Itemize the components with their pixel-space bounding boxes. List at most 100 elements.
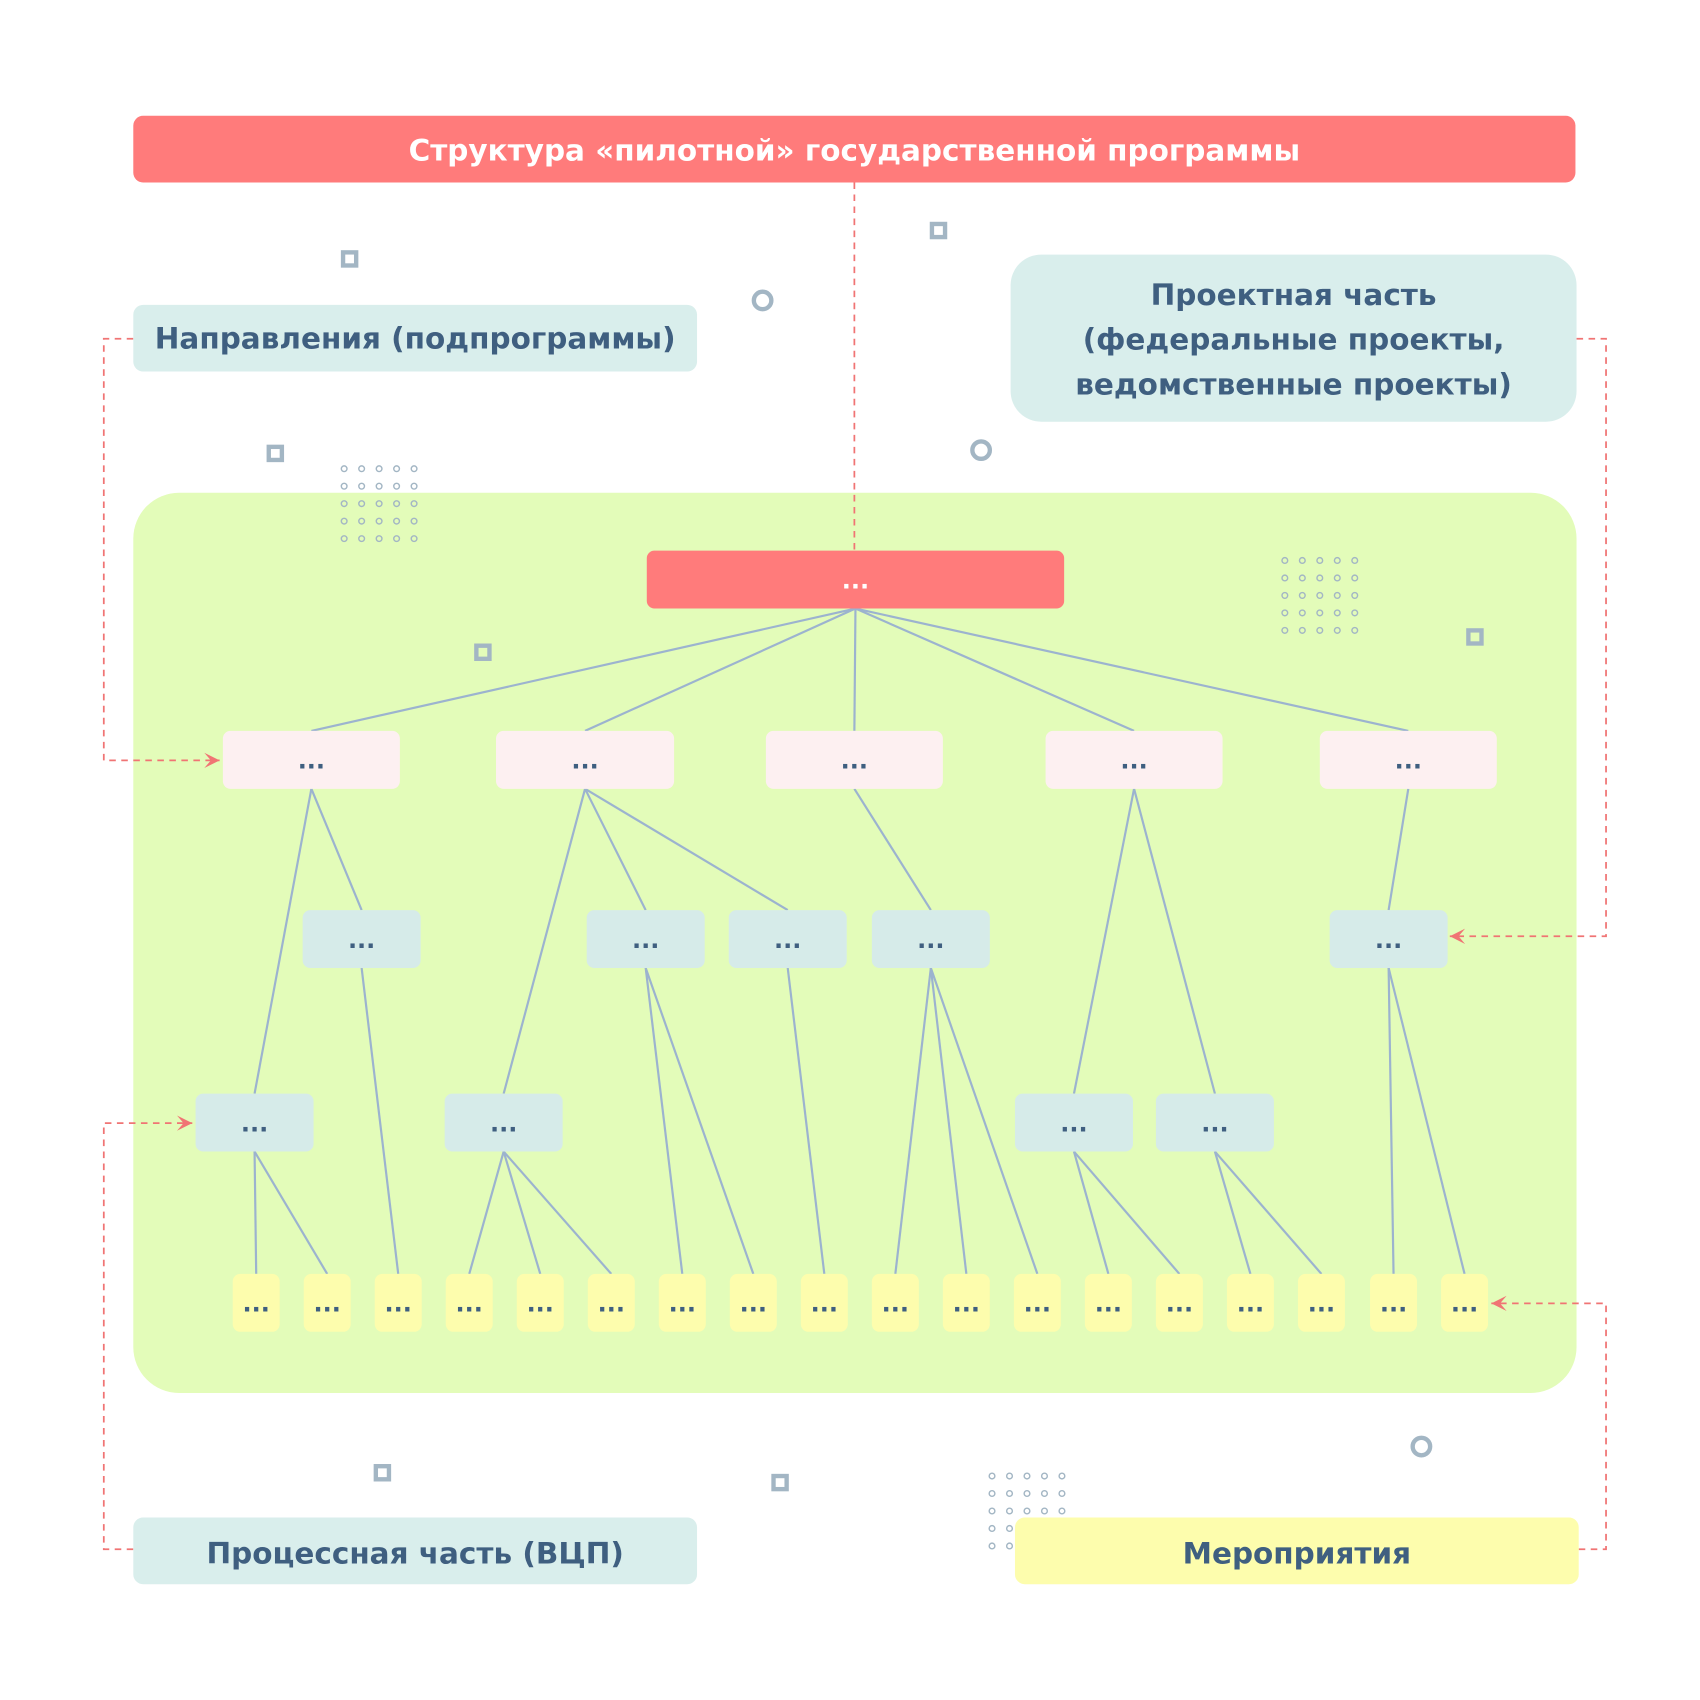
subprogram-node: ... <box>496 730 675 789</box>
page-title: Структура «пилотной» государственной про… <box>133 115 1576 183</box>
decor-square-icon <box>474 643 492 661</box>
process-part-pointer <box>102 1122 193 1551</box>
project-part-label-text: (федеральные проекты, <box>1083 323 1505 357</box>
activity-node: ... <box>658 1273 706 1332</box>
connector-p4-a10 <box>894 967 932 1275</box>
connector-p1-a3 <box>360 967 400 1275</box>
activity-node: ... <box>1441 1273 1489 1332</box>
activity-node-text: ... <box>953 1290 980 1318</box>
root-node-text: ... <box>842 566 869 594</box>
connector-n0-s4 <box>855 607 1135 732</box>
activity-node: ... <box>1297 1273 1345 1332</box>
decor-circle-icon <box>751 289 774 312</box>
project-node: ... <box>871 910 990 968</box>
connector-s4-c4 <box>1133 788 1216 1094</box>
subprogram-node: ... <box>222 730 400 789</box>
decor-square-icon <box>929 221 948 240</box>
connector-c2-a6 <box>502 1150 613 1275</box>
connector-s1-c1 <box>253 788 313 1094</box>
activity-node-text: ... <box>1237 1290 1264 1318</box>
activity-node-text: ... <box>1308 1290 1335 1318</box>
project-node-text: ... <box>917 926 944 954</box>
activity-node: ... <box>232 1273 280 1332</box>
activity-node: ... <box>1370 1273 1418 1332</box>
activity-node: ... <box>516 1273 564 1332</box>
decor-square-icon <box>1466 628 1484 646</box>
project-part-label: Проектная часть(федеральные проекты,ведо… <box>1010 254 1577 422</box>
connector-p2-a7 <box>644 967 684 1275</box>
connector-c2-a4 <box>468 1151 505 1275</box>
subprogram-node-text: ... <box>841 747 868 775</box>
connector-s2-c2 <box>502 788 587 1094</box>
activity-node: ... <box>445 1273 493 1332</box>
decor-square-icon <box>373 1464 392 1482</box>
connector-p5-a18 <box>1387 967 1466 1275</box>
activities-pointer <box>1491 1302 1607 1551</box>
decor-square-icon <box>266 444 285 463</box>
activities-pointer-arrowhead-icon <box>1491 1295 1507 1312</box>
activity-node-text: ... <box>598 1290 625 1318</box>
activity-node: ... <box>1155 1273 1203 1332</box>
activity-node-text: ... <box>243 1290 270 1318</box>
connector-c4-a16 <box>1214 1150 1323 1275</box>
activity-node: ... <box>1013 1273 1061 1332</box>
activity-node: ... <box>800 1273 848 1332</box>
activities-label: Мероприятия <box>1014 1517 1579 1585</box>
activity-node-text: ... <box>385 1290 412 1318</box>
project-part-pointer-arrowhead-icon <box>1449 928 1466 944</box>
activity-node: ... <box>374 1273 422 1332</box>
activity-node-text: ... <box>1095 1290 1122 1318</box>
connector-c3-a13 <box>1072 1151 1110 1275</box>
project-part-label-text: Проектная часть <box>1151 278 1437 312</box>
directions-pointer <box>102 337 220 762</box>
page-title-text: Структура «пилотной» государственной про… <box>409 134 1301 168</box>
project-node-text: ... <box>348 926 375 954</box>
connector-n0-s2 <box>584 607 856 732</box>
subprogram-node-text: ... <box>1395 747 1422 775</box>
activities-label-text: Мероприятия <box>1183 1536 1411 1570</box>
project-part-pointer <box>1449 337 1607 938</box>
activity-node-text: ... <box>527 1290 554 1318</box>
process-node-text: ... <box>241 1109 268 1137</box>
activity-node: ... <box>729 1273 777 1332</box>
process-node: ... <box>1155 1093 1274 1152</box>
activity-node: ... <box>942 1273 990 1332</box>
subprogram-node: ... <box>1319 730 1497 789</box>
activity-node-text: ... <box>882 1290 909 1318</box>
directions-label: Направления (подпрограммы) <box>133 304 698 372</box>
activity-node: ... <box>587 1273 635 1332</box>
connector-s2-p3 <box>584 787 789 912</box>
root-node: ... <box>646 550 1065 609</box>
project-node: ... <box>728 910 847 968</box>
project-node: ... <box>586 910 705 968</box>
connector-n0-s3 <box>853 608 857 731</box>
activity-node-text: ... <box>669 1290 696 1318</box>
process-node-text: ... <box>490 1109 517 1137</box>
connector-p4-a12 <box>929 967 1039 1275</box>
activity-node: ... <box>871 1273 919 1332</box>
connector-p3-a9 <box>786 967 826 1275</box>
activity-node: ... <box>1226 1273 1274 1332</box>
connector-n0-s1 <box>311 607 856 732</box>
subprogram-node-text: ... <box>298 747 325 775</box>
subprogram-node: ... <box>765 730 943 789</box>
connector-c1-a2 <box>253 1150 329 1275</box>
connector-s4-c3 <box>1072 788 1136 1094</box>
connector-n0-s5 <box>855 607 1409 732</box>
process-node-text: ... <box>1201 1109 1228 1137</box>
connector-s3-p4 <box>853 788 932 911</box>
subprogram-node: ... <box>1045 730 1223 789</box>
activity-node-text: ... <box>1166 1290 1193 1318</box>
subprogram-node-text: ... <box>1120 747 1147 775</box>
decor-square-icon <box>340 250 359 268</box>
connector-s5-p5 <box>1387 788 1410 911</box>
activity-node: ... <box>303 1273 351 1332</box>
subprogram-node-text: ... <box>571 747 598 775</box>
decor-circle-icon <box>1410 1435 1433 1458</box>
directions-label-text: Направления (подпрограммы) <box>155 322 676 356</box>
connector-s1-p1 <box>310 788 363 911</box>
connector-p2-a8 <box>644 967 755 1275</box>
project-node-text: ... <box>632 926 659 954</box>
process-part-pointer-arrowhead-icon <box>176 1115 193 1131</box>
